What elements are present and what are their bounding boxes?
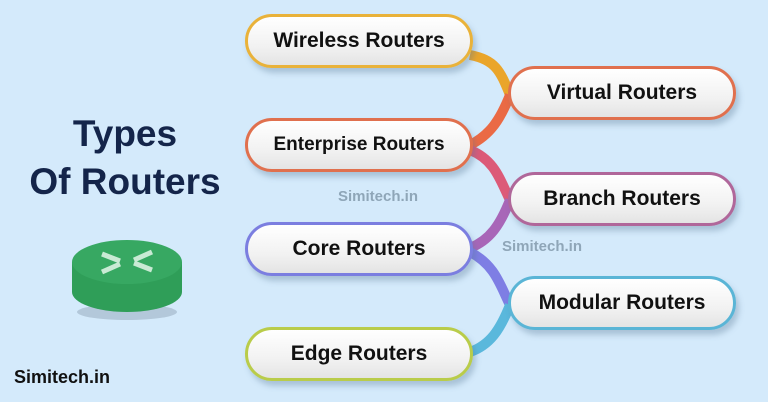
router-icon bbox=[72, 240, 182, 320]
title-line-2: Of Routers bbox=[29, 161, 221, 202]
node-virtual-routers: Virtual Routers bbox=[508, 66, 736, 120]
watermark: Simitech.in bbox=[338, 188, 419, 205]
watermark: Simitech.in bbox=[502, 238, 583, 255]
node-branch-routers: Branch Routers bbox=[508, 172, 736, 226]
node-core-routers: Core Routers bbox=[245, 222, 473, 276]
node-wireless-routers: Wireless Routers bbox=[245, 14, 473, 68]
node-enterprise-routers: Enterprise Routers bbox=[245, 118, 473, 172]
brand-label: Simitech.in bbox=[14, 367, 111, 387]
title-line-1: Types bbox=[72, 113, 178, 154]
node-edge-routers: Edge Routers bbox=[245, 327, 473, 381]
node-modular-routers: Modular Routers bbox=[508, 276, 736, 330]
